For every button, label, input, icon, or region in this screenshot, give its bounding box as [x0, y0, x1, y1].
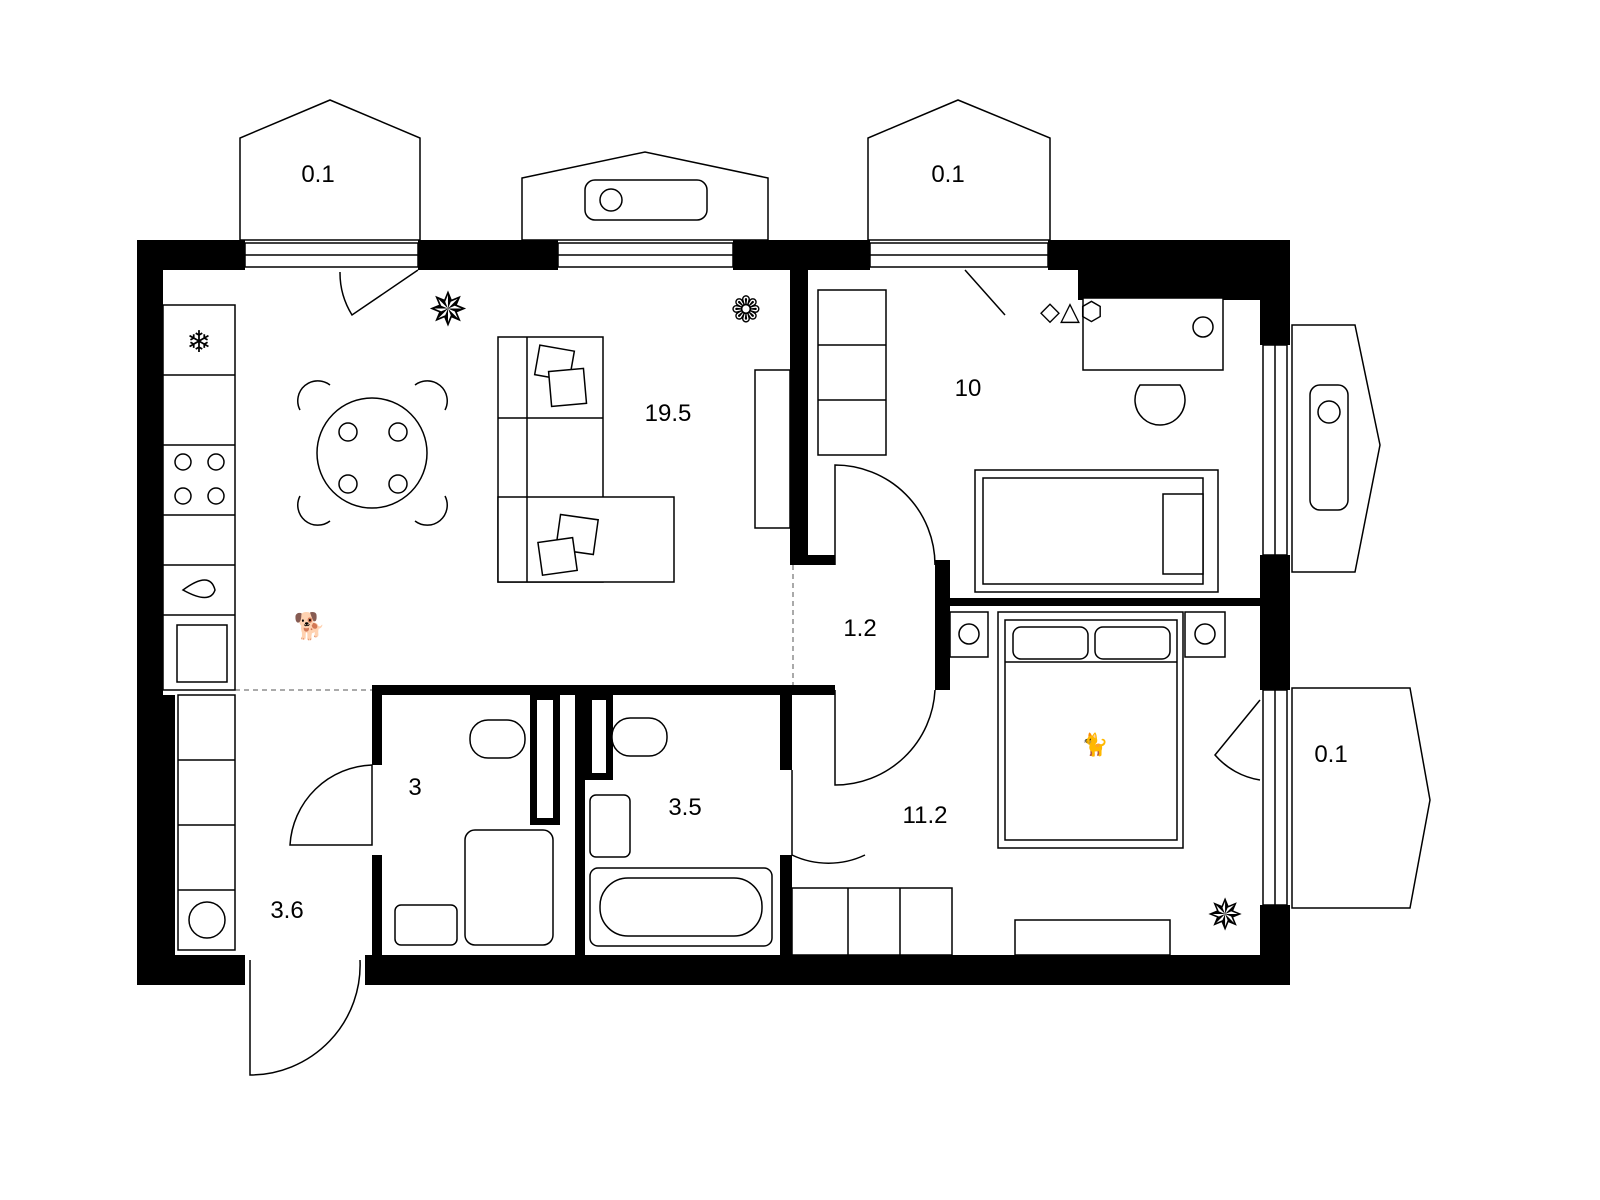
area-bathroom: 3.5	[668, 794, 701, 821]
balconies	[239, 99, 1431, 909]
sanitary	[394, 717, 773, 947]
area-balcony-left: 0.1	[301, 161, 334, 188]
kids-room-furniture: ◇△⬡	[817, 289, 1224, 593]
balcony-left	[239, 99, 421, 241]
doors	[249, 269, 1261, 1076]
radiator-top	[584, 179, 708, 221]
radiator-right	[1309, 384, 1349, 511]
toilet	[469, 719, 526, 759]
desk	[1082, 297, 1224, 371]
plant-icon: ❁	[731, 290, 761, 331]
electric-panel-icon	[188, 901, 226, 939]
sink	[394, 904, 458, 946]
balcony-middle	[867, 99, 1051, 241]
fridge-icon: ❄	[186, 325, 211, 360]
kitchen-units: ❄	[162, 304, 236, 691]
cat-icon: 🐈	[1081, 732, 1108, 758]
shower	[464, 829, 554, 946]
sink	[589, 794, 631, 858]
plant-icon: ✵	[1207, 890, 1244, 941]
sofa	[497, 336, 675, 583]
bay-window-top	[521, 151, 769, 241]
tv-stand	[754, 369, 791, 529]
dresser	[1014, 919, 1171, 956]
dog-icon: 🐕	[294, 611, 326, 642]
bedroom-furniture: 🐈 ✵	[791, 611, 1244, 956]
walls	[137, 240, 1290, 985]
bay-window-right	[1291, 324, 1381, 573]
hallway-furniture	[177, 694, 236, 951]
fan-icon	[599, 188, 623, 212]
toys-icon: ◇△⬡	[1040, 297, 1103, 327]
area-toilet: 3	[408, 774, 421, 801]
dining-table	[297, 380, 448, 526]
toilet	[611, 717, 668, 757]
chair	[1134, 384, 1186, 426]
area-living-kitchen: 19.5	[645, 400, 692, 427]
area-balcony-middle: 0.1	[931, 161, 964, 188]
wardrobe	[791, 887, 953, 956]
area-corridor: 1.2	[843, 615, 876, 642]
balcony-bedroom	[1291, 687, 1431, 909]
plant-icon: ✵	[428, 282, 468, 338]
area-bedroom: 11.2	[903, 802, 948, 829]
fan-icon	[1317, 400, 1341, 424]
area-kids-room: 10	[955, 375, 982, 402]
area-hallway: 3.6	[270, 897, 303, 924]
sink-icon	[181, 579, 216, 599]
area-balcony-bedroom: 0.1	[1314, 741, 1347, 768]
